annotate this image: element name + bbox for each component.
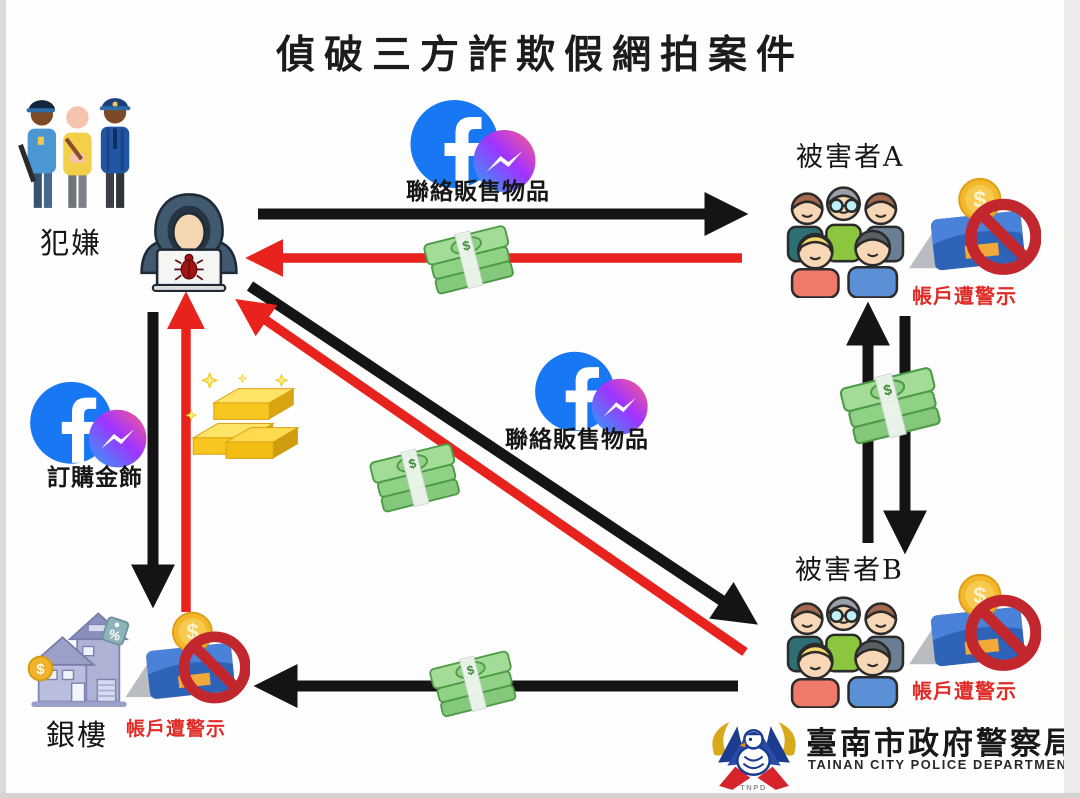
- victim-b-status: 帳戶遭警示: [912, 679, 1017, 703]
- left-edge-strip: [0, 0, 6, 798]
- page-title: 偵破三方詐欺假網拍案件: [275, 32, 805, 78]
- svg-text:$: $: [465, 662, 475, 678]
- footer-org-name-en: TAINAN CITY POLICE DEPARTMENT: [808, 757, 1077, 772]
- tnpd-dove-logo: TNPD: [712, 722, 796, 792]
- gold-bars-icon: [185, 371, 300, 459]
- victims-crowd-icon: [786, 186, 905, 298]
- ban-icon: [965, 594, 1041, 671]
- footer-org-name-zh: 臺南市政府警察局: [806, 726, 1078, 762]
- bank-card-blocked-icon: $: [125, 611, 250, 704]
- facebook-messenger-icon-left: [30, 381, 147, 468]
- ban-icon: [178, 631, 250, 704]
- svg-text:%: %: [107, 626, 123, 644]
- bottom-edge-strip: [0, 793, 1080, 798]
- victims-crowd-icon: [786, 596, 905, 708]
- suspect-label: 犯嫌: [40, 226, 103, 260]
- cash-stack-icon: $: [423, 225, 514, 295]
- gold-shop-status: 帳戶遭警示: [126, 718, 227, 740]
- edge-label-contact-sell-middle: 聯絡販售物品: [505, 426, 649, 453]
- gold-shop-label: 銀樓: [46, 718, 109, 752]
- jewelry-store-icon: $ %: [27, 612, 130, 707]
- cash-stack-icon: $: [429, 650, 517, 718]
- edge-label-contact-sell-top: 聯絡販售物品: [406, 178, 550, 205]
- right-edge-strip: [1064, 0, 1080, 798]
- bank-card-blocked-icon: $: [909, 573, 1041, 671]
- cash-stack-icon: $: [369, 443, 460, 513]
- svg-text:TNPD: TNPD: [740, 783, 767, 792]
- hooded-hacker-laptop-bug-icon: [140, 193, 238, 293]
- svg-text:$: $: [36, 662, 44, 678]
- police-arrest-icon: [18, 98, 131, 208]
- victim-a-status: 帳戶遭警示: [912, 284, 1017, 308]
- bank-card-blocked-icon: $: [909, 177, 1041, 275]
- ban-icon: [965, 198, 1041, 275]
- edge-label-order-gold: 訂購金飾: [47, 464, 143, 491]
- svg-text:$: $: [461, 237, 472, 253]
- victim-a-label: 被害者A: [796, 142, 905, 173]
- arrow-victim-b-to-hacker-money: [235, 299, 748, 656]
- cash-stack-icon: $: [839, 367, 941, 445]
- facebook-messenger-icon-top: [410, 100, 536, 192]
- svg-text:$: $: [882, 382, 894, 400]
- discount-tag-icon: %: [101, 616, 130, 646]
- victim-b-label: 被害者B: [795, 555, 904, 586]
